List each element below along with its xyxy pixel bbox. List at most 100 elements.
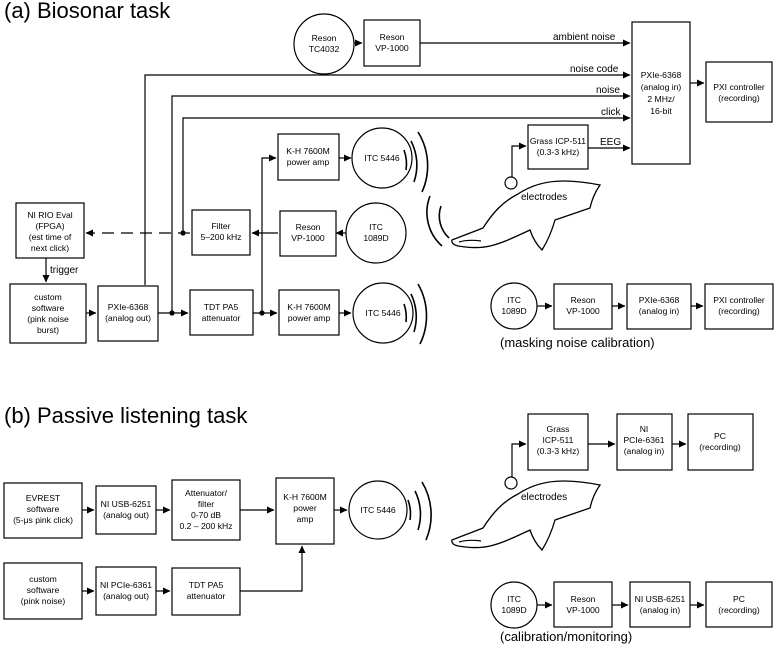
caption-masking-noise-calibration: (masking noise calibration) [500, 335, 655, 350]
grass-icp511-b-node: Grass ICP-511 (0.3-3 kHz) [527, 413, 589, 471]
pxie-6368-analog-in-node: PXIe-6368 (analog in) 2 MHz/ 16-bit [631, 21, 691, 165]
kh-7600m-power-amp-b-node: K-H 7600M power amp [275, 477, 335, 545]
svg-text:Grass: Grass [547, 424, 570, 434]
cal-pxie-6368-node: PXIe-6368 (analog in) [626, 283, 692, 330]
svg-text:0-70 dB: 0-70 dB [191, 510, 221, 520]
svg-text:custom: custom [34, 292, 62, 302]
connectors-part-b [82, 440, 705, 609]
svg-text:NI PCIe-6361: NI PCIe-6361 [100, 580, 152, 590]
itc-1089d-b-node: ITC 1089D [490, 581, 538, 629]
title-passive-listening-task: (b) Passive listening task [4, 403, 248, 428]
svg-text:Filter: Filter [211, 221, 230, 231]
svg-text:(analog out): (analog out) [103, 510, 149, 520]
sound-waves-b [407, 481, 432, 541]
pxi-controller-recording-node: PXI controller (recording) [705, 61, 773, 123]
tdt-pa5-attenuator-a-node: TDT PA5 attenuator [189, 289, 254, 336]
itc-5446-top-node: ITC 5446 [351, 127, 413, 189]
svg-text:(recording): (recording) [699, 442, 741, 452]
filter-5-200khz-node: Filter 5–200 kHz [191, 209, 251, 256]
svg-text:NI USB-6251: NI USB-6251 [101, 499, 152, 509]
svg-text:VP-1000: VP-1000 [566, 605, 600, 615]
svg-text:2 MHz/: 2 MHz/ [647, 94, 675, 104]
svg-text:1089D: 1089D [501, 605, 526, 615]
pxie-6368-analog-out-node: PXIe-6368 (analog out) [97, 285, 159, 342]
ni-usb-6251-analog-in-node: NI USB-6251 (analog in) [629, 581, 691, 628]
dolphin-b-icon [451, 476, 602, 552]
svg-text:NI: NI [640, 424, 649, 434]
echo-arcs-a [426, 195, 450, 247]
svg-text:PC: PC [733, 594, 745, 604]
svg-text:(0.3-3 kHz): (0.3-3 kHz) [537, 147, 580, 157]
svg-text:NI USB-6251: NI USB-6251 [635, 594, 686, 604]
reson-vp1000-mid-node: Reson VP-1000 [279, 210, 337, 257]
svg-text:Attenuator/: Attenuator/ [185, 488, 228, 498]
svg-text:K-H 7600M: K-H 7600M [283, 492, 326, 502]
reson-vp1000-top-node: Reson VP-1000 [363, 19, 421, 67]
noise-code-label: noise code [570, 64, 619, 75]
electrodes-label-a: electrodes [521, 192, 567, 203]
svg-text:TC4032: TC4032 [309, 44, 340, 54]
svg-text:K-H 7600M: K-H 7600M [287, 302, 330, 312]
click-label: click [601, 107, 621, 118]
svg-text:0.2 – 200 kHz: 0.2 – 200 kHz [179, 521, 232, 531]
svg-text:(analog in): (analog in) [640, 605, 681, 615]
svg-text:5–200 kHz: 5–200 kHz [200, 232, 241, 242]
svg-text:software: software [27, 504, 60, 514]
svg-text:(est time of: (est time of [29, 232, 72, 242]
svg-text:(0.3-3 kHz): (0.3-3 kHz) [537, 446, 580, 456]
reson-tc4032-node: Reson TC4032 [293, 13, 355, 75]
svg-text:(analog in): (analog in) [641, 82, 682, 92]
svg-text:Reson: Reson [296, 222, 321, 232]
svg-text:PXIe-6368: PXIe-6368 [108, 302, 149, 312]
svg-text:TDT PA5: TDT PA5 [204, 302, 239, 312]
svg-text:PCIe-6361: PCIe-6361 [623, 435, 664, 445]
svg-text:ITC: ITC [507, 594, 521, 604]
svg-text:PXIe-6368: PXIe-6368 [641, 70, 682, 80]
pc-recording-top-node: PC (recording) [687, 413, 754, 471]
svg-text:(recording): (recording) [718, 605, 760, 615]
tdt-pa5-attenuator-b-node: TDT PA5 attenuator [171, 567, 241, 616]
svg-text:(analog in): (analog in) [624, 446, 665, 456]
svg-text:(pink noise): (pink noise) [21, 596, 66, 606]
svg-text:next click): next click) [31, 243, 69, 253]
noise-label: noise [596, 85, 620, 96]
svg-text:ICP-511: ICP-511 [543, 435, 574, 445]
ni-rio-eval-fpga-node: NI RIO Eval (FPGA) (est time of next cli… [15, 202, 85, 259]
svg-text:PXI controller: PXI controller [713, 82, 765, 92]
svg-text:1089D: 1089D [363, 233, 388, 243]
svg-text:Reson: Reson [380, 32, 405, 42]
svg-text:attenuator: attenuator [187, 591, 226, 601]
svg-text:(analog in): (analog in) [639, 306, 680, 316]
svg-text:VP-1000: VP-1000 [566, 306, 600, 316]
svg-text:power: power [293, 503, 317, 513]
itc-5446-bottom-node: ITC 5446 [352, 282, 414, 344]
grass-icp511-a-node: Grass ICP-511 (0.3-3 kHz) [527, 124, 589, 170]
ni-usb-6251-analog-out-node: NI USB-6251 (analog out) [95, 485, 157, 535]
svg-text:(5-μs pink click): (5-μs pink click) [13, 515, 73, 525]
ni-pcie-6361-analog-in-node: NI PCIe-6361 (analog in) [616, 413, 673, 471]
svg-text:burst): burst) [37, 325, 59, 335]
dolphin-a-icon [451, 176, 602, 252]
custom-software-pink-noise-burst-node: custom software (pink noise burst) [9, 283, 87, 344]
sound-waves-top [403, 131, 429, 193]
itc-5446-b-node: ITC 5446 [348, 480, 408, 540]
svg-text:(recording): (recording) [718, 306, 760, 316]
svg-text:TDT PA5: TDT PA5 [189, 580, 224, 590]
svg-text:EVREST: EVREST [26, 493, 61, 503]
svg-text:ITC 5446: ITC 5446 [365, 308, 401, 318]
svg-text:(analog out): (analog out) [105, 313, 151, 323]
svg-text:(analog out): (analog out) [103, 591, 149, 601]
itc-1089d-mid-node: ITC 1089D [345, 202, 407, 264]
ni-pcie-6361-analog-out-node: NI PCIe-6361 (analog out) [95, 566, 157, 616]
svg-text:ITC 5446: ITC 5446 [360, 505, 396, 515]
svg-text:PXIe-6368: PXIe-6368 [639, 295, 680, 305]
svg-text:Reson: Reson [312, 33, 337, 43]
electrodes-label-b: electrodes [521, 492, 567, 503]
svg-text:K-H 7600M: K-H 7600M [286, 146, 329, 156]
eeg-label: EEG [600, 137, 621, 148]
reson-vp1000-b-node: Reson VP-1000 [553, 581, 613, 628]
svg-text:ITC: ITC [369, 222, 383, 232]
svg-text:1089D: 1089D [501, 306, 526, 316]
svg-text:16-bit: 16-bit [650, 106, 672, 116]
pc-recording-bottom-node: PC (recording) [705, 581, 773, 628]
